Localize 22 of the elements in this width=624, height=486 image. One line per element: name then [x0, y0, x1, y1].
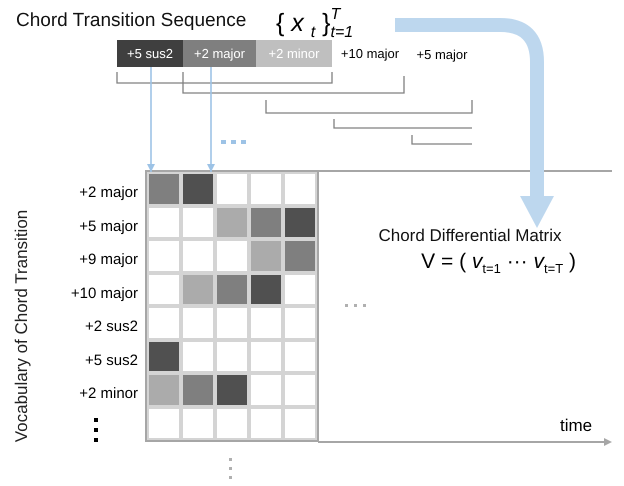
sequence-title: Chord Transition Sequence [16, 10, 246, 32]
matrix-formula: V = ( v$_{t=1}$ ··· v$_{t=T}$ ) [421, 250, 576, 276]
row-label: +5 sus2 [84, 350, 138, 370]
flow-arrow [395, 18, 554, 228]
row-label: +2 sus2 [84, 317, 138, 337]
chord-chip: +2 major [183, 40, 256, 67]
chord-label: +10 major [333, 40, 407, 67]
chord-chip: +5 sus2 [117, 40, 183, 67]
row-label: +5 major [78, 216, 138, 236]
matrix-column [181, 172, 215, 440]
row-label: +10 major [70, 284, 138, 304]
chord-label: +5 major [409, 41, 475, 68]
row-label: +2 major [78, 183, 138, 203]
axis-label: Vocabulary of Chord Transition [12, 210, 32, 442]
axis-label: time [560, 416, 592, 436]
arrow [147, 67, 155, 172]
matrix-column [147, 172, 181, 440]
arrow [207, 67, 215, 172]
row-label: +9 major [78, 250, 138, 270]
matrix-title: Chord Differential Matrix [378, 226, 562, 246]
row-label: +2 minor [78, 384, 138, 404]
chord-chip: +2 minor [256, 40, 332, 67]
